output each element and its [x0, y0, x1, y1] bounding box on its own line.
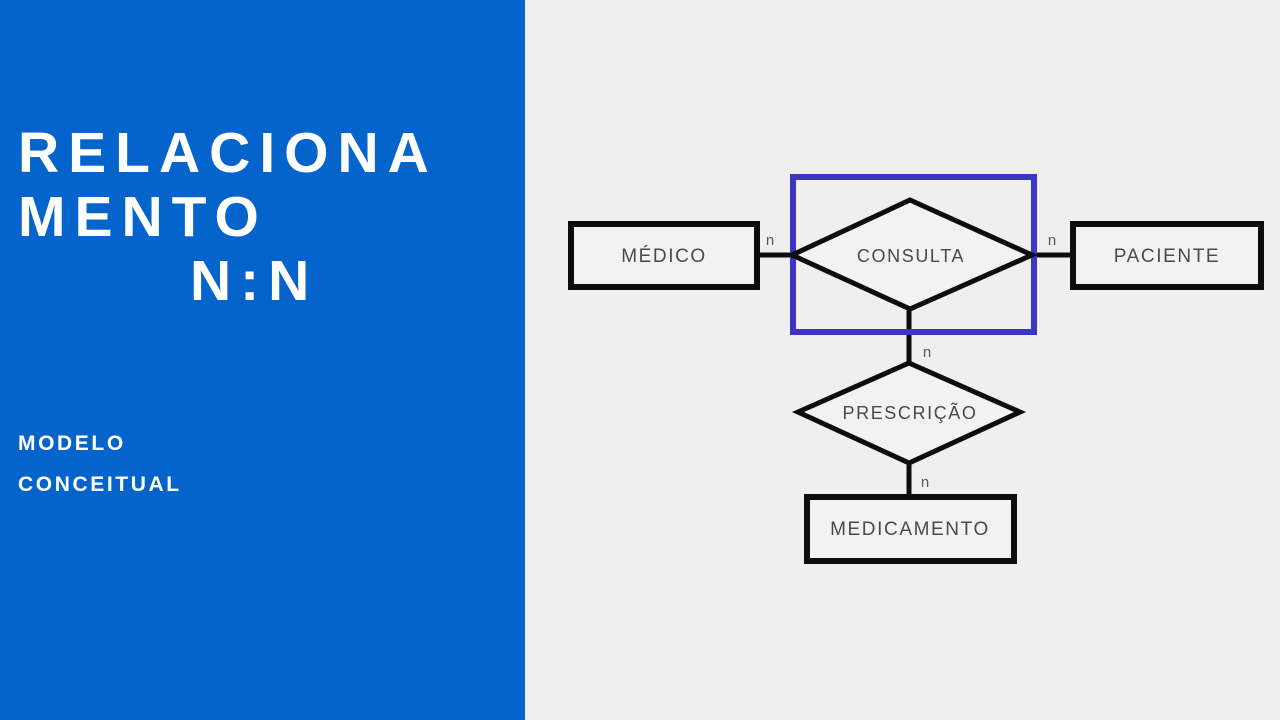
title-line-2: MENTO [18, 185, 268, 250]
relationship-prescricao-label: PRESCRIÇÃO [842, 402, 977, 423]
entity-paciente-box [1070, 221, 1264, 290]
entity-medicamento-box [804, 494, 1017, 564]
page-subtitle: MODELO CONCEITUAL [18, 424, 438, 506]
er-diagram: MÉDICO PACIENTE MEDICAMENTO CONSULTA PRE… [568, 174, 1264, 564]
relationship-prescricao[interactable]: PRESCRIÇÃO [791, 360, 1027, 466]
cardinality-labels: n n n n [766, 232, 1056, 491]
cardinality-medico-consulta: n [766, 232, 774, 249]
entity-medicamento-label: MEDICAMENTO [830, 519, 990, 540]
page-title: RELACIONA MENTO N:N [18, 121, 508, 314]
relationship-consulta[interactable]: CONSULTA [786, 197, 1039, 312]
title-line-1: RELACIONA [18, 121, 438, 185]
entity-medicamento[interactable]: MEDICAMENTO [804, 494, 1017, 564]
relationship-consulta-label: CONSULTA [857, 246, 965, 266]
cardinality-prescricao-medicamento: n [921, 474, 929, 491]
title-line-3-cardinality: N:N [190, 249, 319, 314]
entity-medico-label: MÉDICO [621, 246, 707, 267]
subtitle-line-2: CONCEITUAL [18, 472, 182, 496]
subtitle-line-1: MODELO [18, 432, 126, 455]
title-panel: RELACIONA MENTO N:N MODELO CONCEITUAL [0, 0, 525, 720]
relationship-prescricao-diamond [791, 360, 1027, 466]
cardinality-consulta-paciente: n [1048, 232, 1056, 249]
cardinality-consulta-prescricao: n [923, 344, 931, 361]
relationship-consulta-diamond [786, 197, 1039, 312]
entity-paciente-label: PACIENTE [1114, 246, 1220, 267]
er-diagram-panel: MÉDICO PACIENTE MEDICAMENTO CONSULTA PRE… [525, 0, 1280, 720]
entity-medico[interactable]: MÉDICO [568, 221, 760, 290]
entity-medico-box [568, 221, 760, 290]
entity-paciente[interactable]: PACIENTE [1070, 221, 1264, 290]
